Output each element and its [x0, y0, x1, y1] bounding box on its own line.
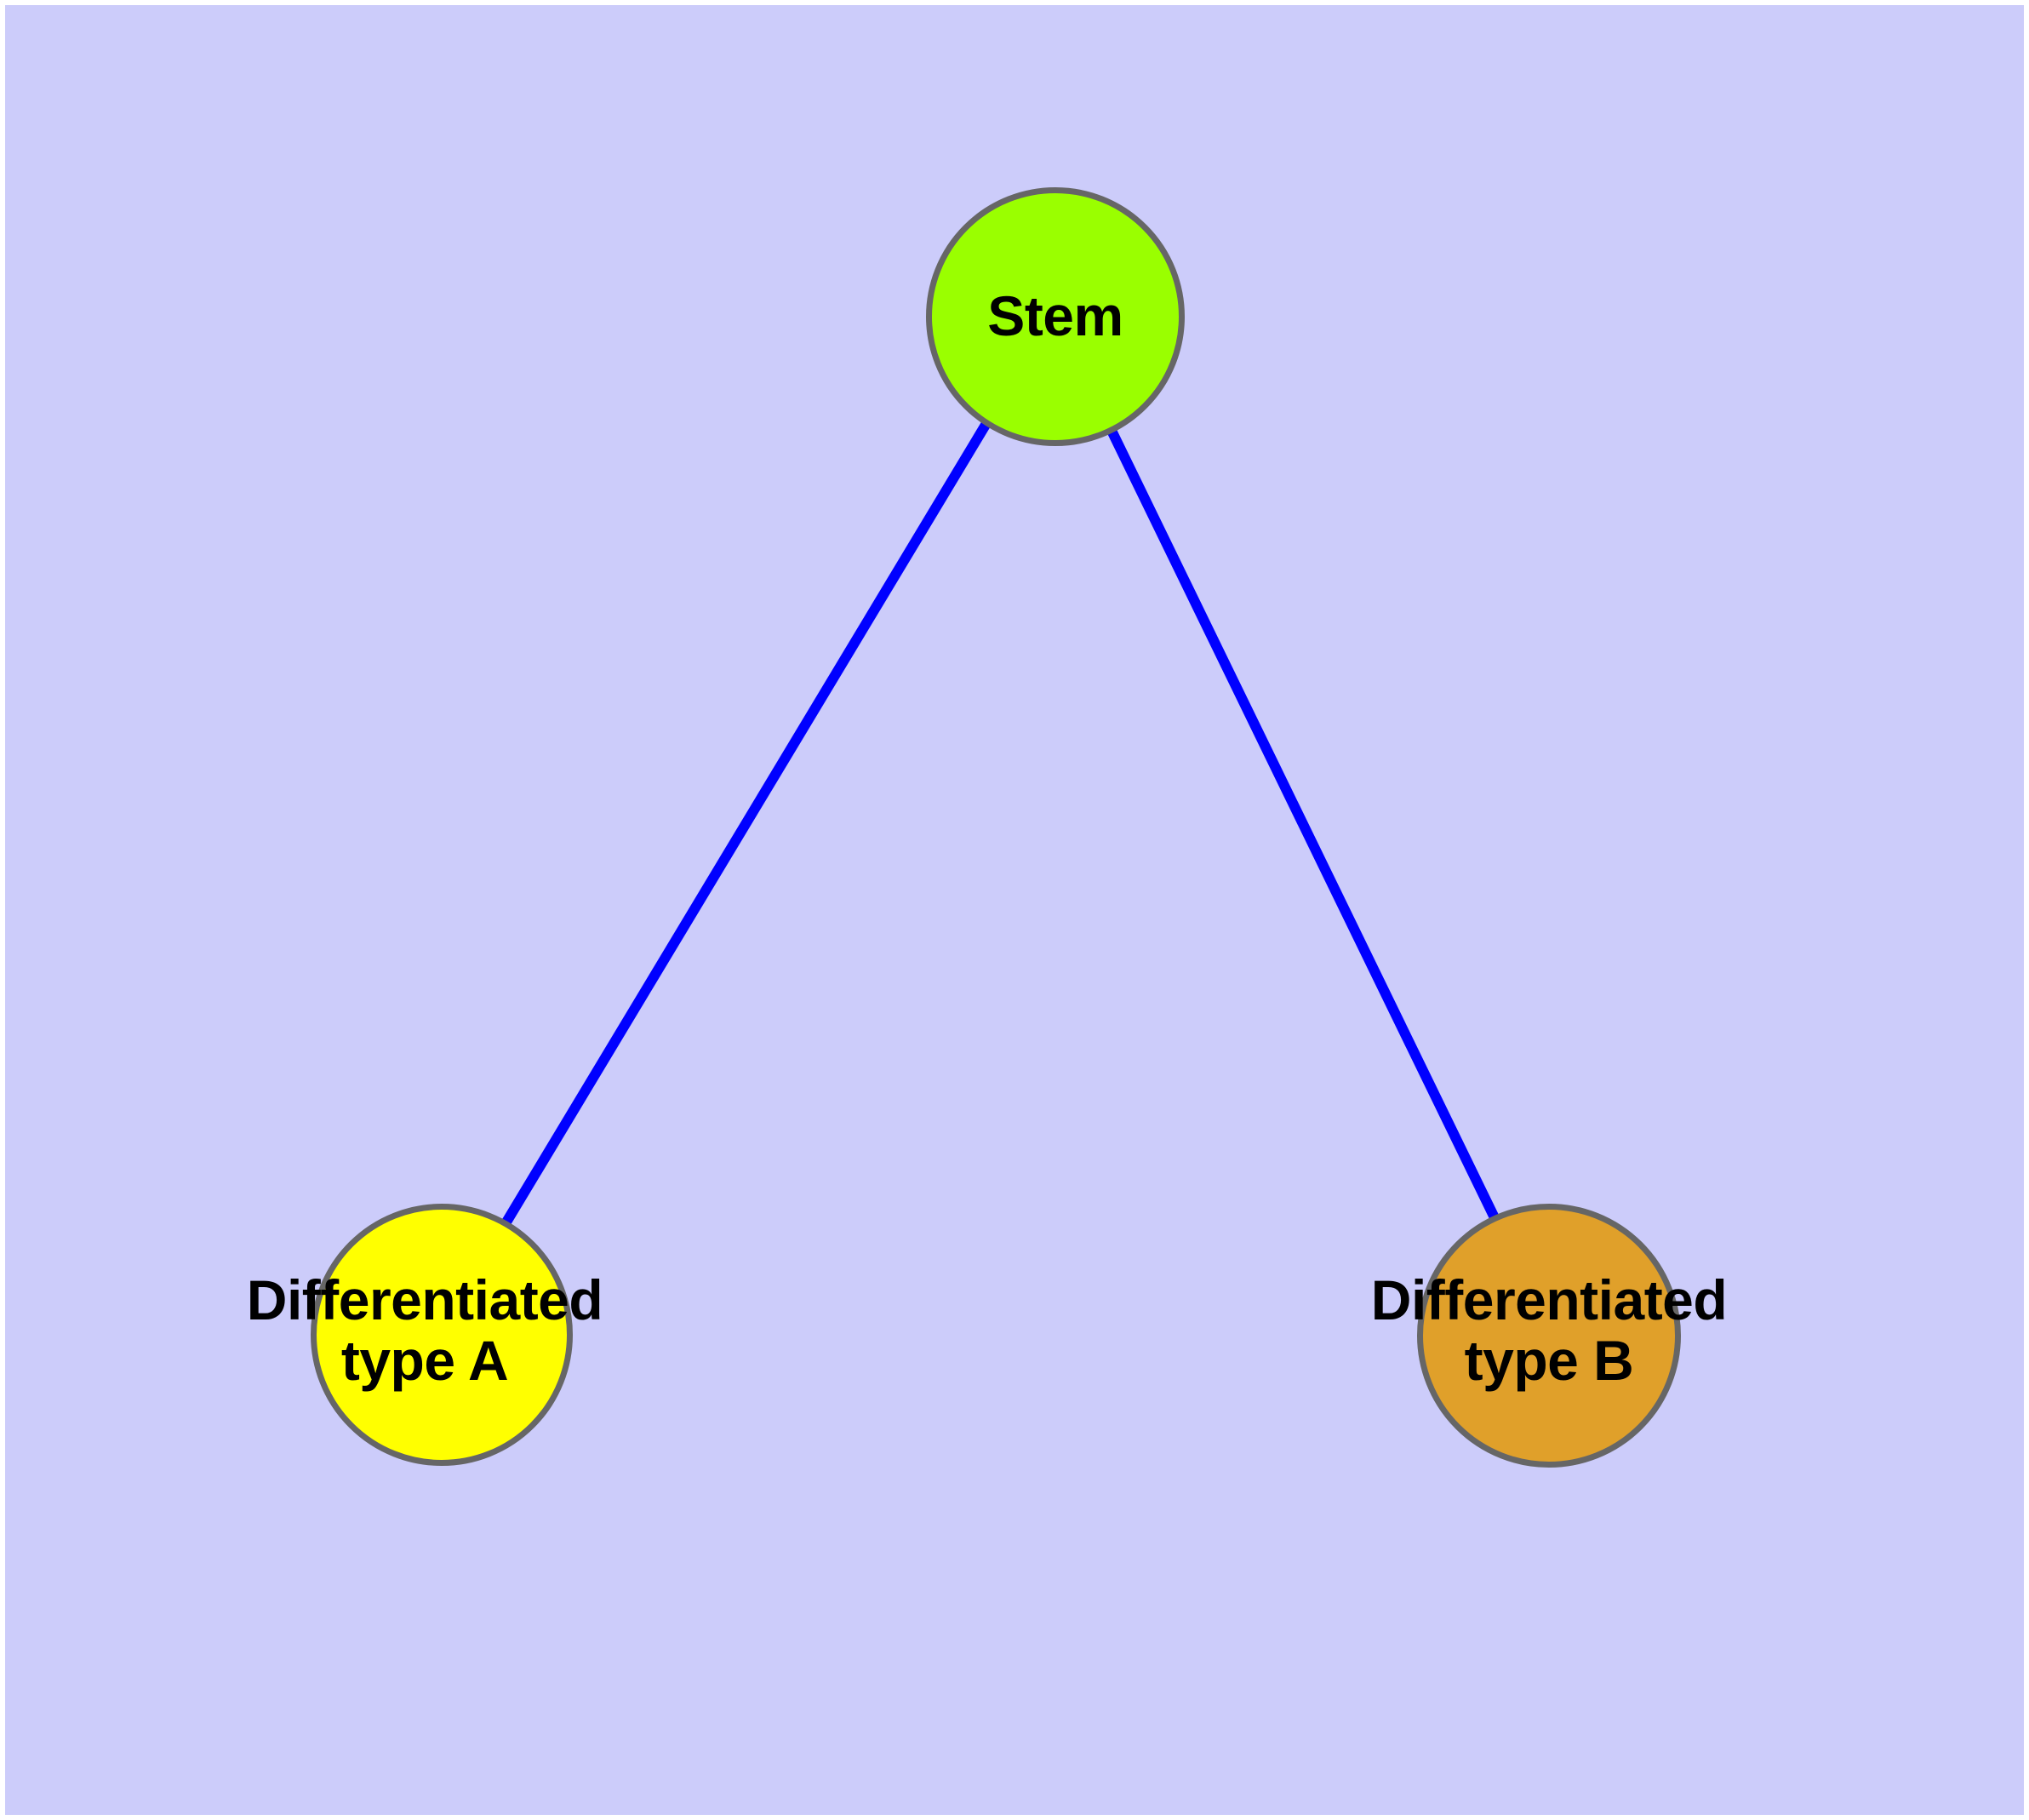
edge-layer — [437, 308, 1554, 1333]
node-stem[interactable] — [926, 187, 1185, 446]
node-differentiated-type-a[interactable] — [311, 1204, 573, 1466]
edge-stem-to-differentiated-type-a — [437, 308, 1059, 1333]
edge-stem-to-differentiated-type-b — [1049, 309, 1554, 1332]
node-layer: Stem Differentiated type A Differentiate… — [5, 5, 2024, 1815]
node-differentiated-type-b[interactable] — [1417, 1204, 1681, 1468]
graph-plot-area: Stem Differentiated type A Differentiate… — [5, 5, 2024, 1815]
